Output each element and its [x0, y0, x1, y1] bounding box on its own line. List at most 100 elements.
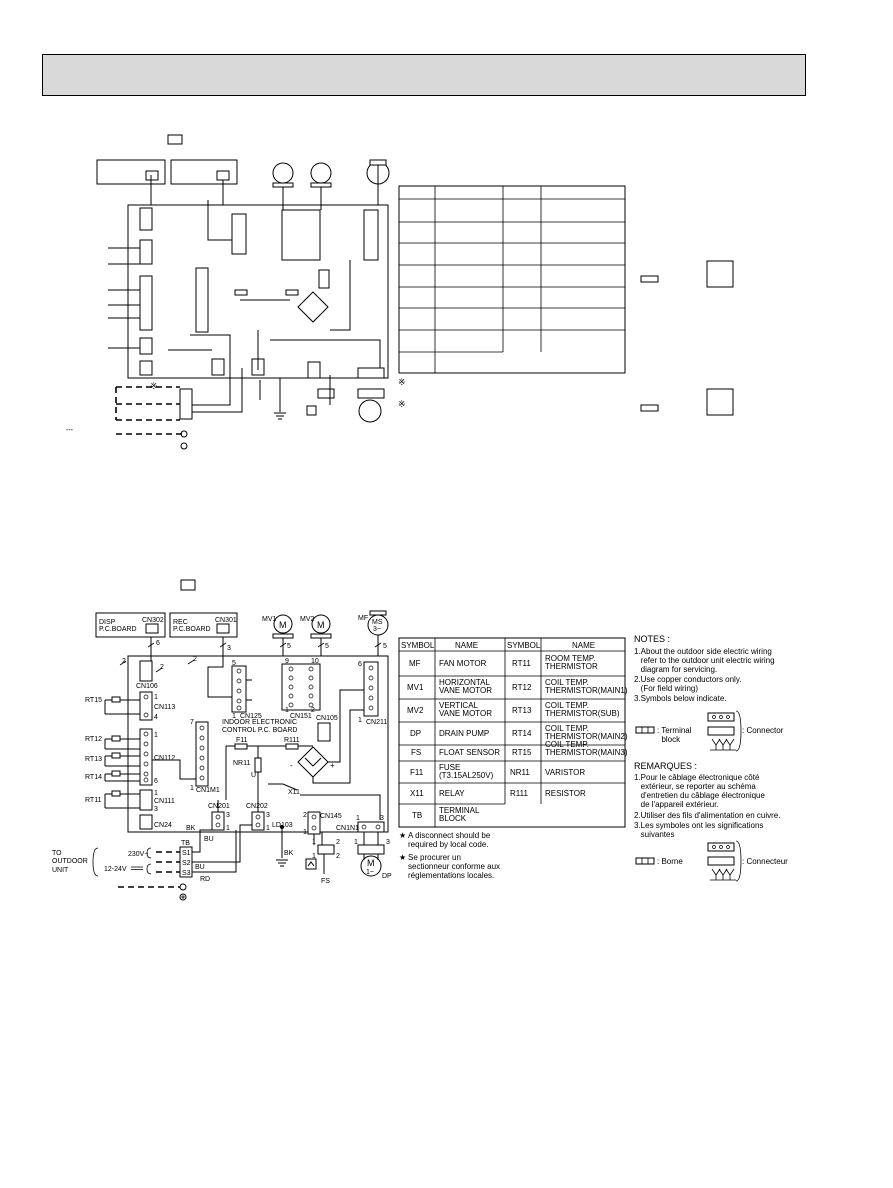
svg-text:5: 5 [383, 643, 387, 650]
svg-text:2: 2 [160, 664, 164, 671]
disconnect-note-fr: Se procurer un sectionneur conforme aux … [408, 853, 501, 880]
outdoor-line3: UNIT [52, 867, 69, 874]
rt11-label: RT11 [85, 797, 102, 804]
table-header-symbol-2: SYMBOL [507, 641, 541, 650]
top-dc-symbol: --- [66, 427, 74, 434]
mv2-motor [311, 614, 331, 634]
row-2-name2: COIL TEMP. THERMISTOR(SUB) [545, 701, 620, 718]
svg-text:5: 5 [287, 643, 291, 650]
svg-text:2: 2 [336, 853, 340, 860]
row-6-sym2: R111 [510, 789, 528, 798]
rt15-label: RT15 [85, 697, 102, 704]
svg-text:1: 1 [358, 717, 362, 724]
remarques-item-1: 1.Pour le câblage électronique côté exté… [634, 773, 765, 809]
svg-text:1: 1 [303, 829, 307, 836]
cn113-label: CN113 [154, 704, 175, 711]
svg-text:10: 10 [311, 658, 319, 665]
svg-text:1: 1 [285, 707, 289, 714]
svg-text:2: 2 [303, 812, 307, 819]
dp-phase: 1~ [366, 869, 374, 876]
top-mark-2: ※ [398, 377, 406, 387]
svg-text:6: 6 [156, 640, 160, 647]
cn111-label: CN111 [154, 798, 175, 805]
u-label: U [251, 772, 256, 779]
row-4-sym1: FS [411, 748, 422, 757]
row-6-name2: RESISTOR [545, 789, 586, 798]
x11-label: X11 [288, 789, 300, 796]
top-mv1-motor [272, 162, 294, 184]
svg-text:5: 5 [232, 660, 236, 667]
bottom-title-box [180, 579, 196, 591]
ms-label: MS [372, 619, 383, 626]
cn125-label: CN125 [240, 713, 262, 720]
top-mv2-motor [310, 162, 332, 184]
row-0-name1: FAN MOTOR [439, 659, 487, 668]
row-2-name1: VERTICAL VANE MOTOR [439, 701, 493, 718]
row-5-sym1: F11 [410, 768, 424, 777]
cn302-label: CN302 [142, 617, 164, 624]
svg-text:7: 7 [190, 719, 194, 726]
row-7-name1: TERMINAL BLOCK [439, 806, 480, 823]
svg-text:2: 2 [122, 658, 126, 665]
star-2: ★ [399, 853, 406, 862]
svg-text:1: 1 [354, 839, 358, 846]
r111-label: R111 [284, 737, 300, 744]
cn105-label: CN105 [316, 715, 338, 722]
v1224-label: 12-24V [104, 866, 127, 873]
top-symbol-table [398, 185, 626, 374]
row-3-sym1: DP [410, 729, 422, 738]
rt14-label: RT14 [85, 774, 102, 781]
row-7-sym1: TB [412, 811, 423, 820]
mf-label: MF [358, 615, 368, 622]
terminal-block-label: : Terminal block [657, 726, 692, 744]
remarques-item-3: 3.Les symboles ont les significations su… [634, 821, 764, 839]
row-4-name1: FLOAT SENSOR [439, 748, 501, 757]
row-2-sym2: RT13 [512, 706, 532, 715]
row-1-sym2: RT12 [512, 683, 532, 692]
terminal-block-symbol-en [635, 726, 655, 734]
rt13-label: RT13 [85, 756, 102, 763]
cn201-label: CN201 [208, 803, 230, 810]
top-mark-3: ※ [398, 399, 406, 409]
top-wiring-diagram: ※ --- ※ ※ [66, 134, 734, 450]
notes-item-3: 3.Symbols below indicate. [634, 694, 727, 703]
cn1n1-label: CN1N1 [336, 825, 359, 832]
rd-label: RD [200, 876, 210, 883]
fs-label: FS [321, 878, 330, 885]
cn211-label: CN211 [366, 719, 387, 726]
row-5-name1: FUSE (T3.15AL250V) [439, 763, 494, 780]
tb-label: TB [181, 840, 190, 847]
ms-phase: 3~ [373, 626, 381, 633]
cn301-label: CN301 [215, 617, 237, 624]
svg-text:+: + [330, 761, 335, 770]
mv1-m: M [279, 620, 287, 630]
row-5-name2: VARISTOR [545, 768, 586, 777]
svg-text:1: 1 [190, 785, 194, 792]
row-0-sym1: MF [409, 659, 421, 668]
bu-label-2: BU [195, 864, 205, 871]
svg-text:1: 1 [232, 713, 236, 720]
notes-item-2: 2.Use copper conductors only. (For field… [634, 675, 742, 693]
f11-label: F11 [236, 737, 248, 744]
svg-text:2: 2 [311, 707, 315, 714]
outdoor-line2: OUTDOOR [52, 858, 88, 865]
disconnect-note-en: A disconnect should be required by local… [408, 831, 491, 849]
terminal-s3: S3 [182, 870, 191, 877]
table-header-name-1: NAME [455, 641, 479, 650]
top-title-box [167, 134, 183, 145]
terminal-s1: S1 [182, 850, 191, 857]
cn24-label: CN24 [154, 822, 172, 829]
cn145-label: CN145 [320, 813, 342, 820]
outdoor-line1: TO [52, 850, 62, 857]
svg-text:5: 5 [325, 643, 329, 650]
header-bar [42, 54, 806, 96]
bu-label-1: BU [204, 836, 214, 843]
row-6-name1: RELAY [439, 789, 465, 798]
top-mark-1: ※ [150, 381, 158, 391]
svg-text:1: 1 [154, 694, 158, 701]
svg-text:1: 1 [154, 732, 158, 739]
